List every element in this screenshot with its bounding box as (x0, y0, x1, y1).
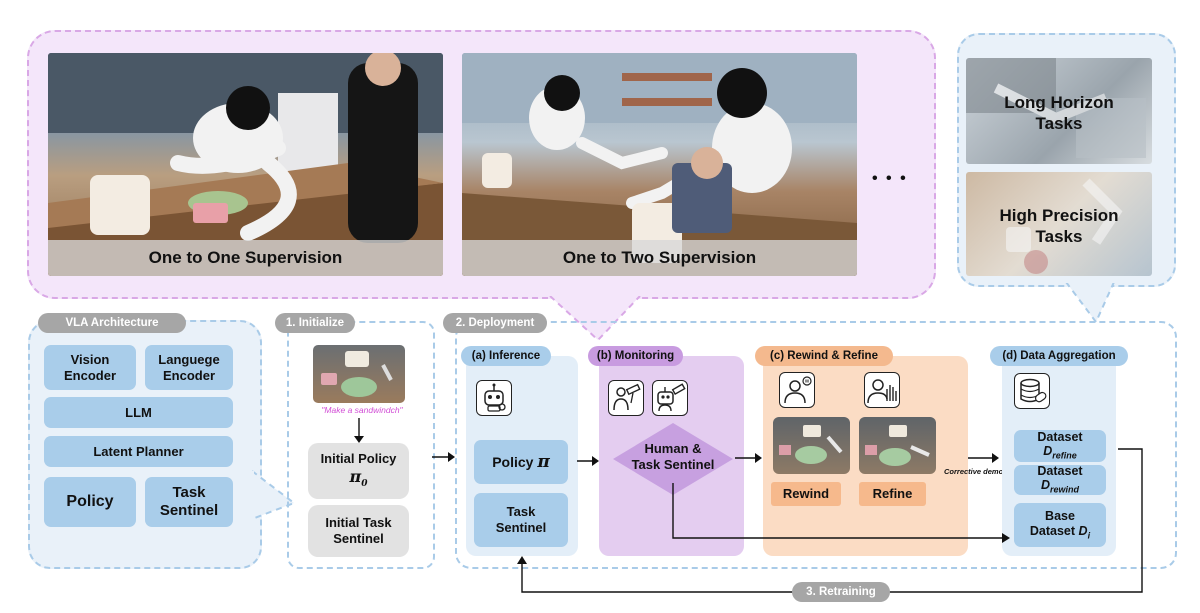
base-dataset-block: Base Dataset Di (1014, 503, 1106, 547)
inference-title: (a) Inference (461, 346, 551, 366)
retraining-arrowhead (517, 556, 527, 564)
monitoring-to-dataset-line (672, 483, 1004, 539)
dataset-rewind-block: Dataset Drewind (1014, 464, 1106, 495)
latent-planner-block: Latent Planner (44, 436, 233, 467)
high-precision-card: High Precision Tasks (966, 172, 1152, 276)
long-horizon-label: Long Horizon Tasks (1004, 93, 1114, 134)
robot-telescope-icon (652, 380, 688, 416)
initial-policy-block: Initial Policy π0 (308, 443, 409, 499)
vla-policy-block: Policy (44, 477, 136, 527)
llm-block: LLM (44, 397, 233, 428)
photo-one-to-two: One to Two Supervision (462, 53, 857, 276)
inference-policy-block: Policy π (474, 440, 568, 484)
init-to-deploy-arrow (432, 452, 455, 462)
vision-encoder: Vision Encoder (44, 345, 136, 390)
high-precision-label: High Precision Tasks (999, 206, 1119, 247)
rewind-refine-title: (c) Rewind & Refine (755, 346, 893, 366)
person-pause-icon (779, 372, 815, 408)
corrective-demo-label: Corrective demo (944, 467, 1004, 476)
refine-image (859, 417, 936, 474)
ellipsis: • • • (872, 170, 908, 187)
photo-one-to-one: One to One Supervision (48, 53, 443, 276)
inference-to-monitoring-arrow (577, 456, 599, 466)
inference-task-sentinel-block: Task Sentinel (474, 493, 568, 547)
monitoring-title: (b) Monitoring (588, 346, 683, 366)
refine-button: Refine (859, 482, 926, 506)
person-hand-icon (864, 372, 900, 408)
retraining-loop-line (521, 448, 1143, 593)
rewind-image (773, 417, 850, 474)
vla-task-sentinel-block: Task Sentinel (145, 477, 233, 527)
sandwich-task-image (313, 345, 405, 403)
retraining-label: 3. Retraining (792, 582, 890, 602)
initial-policy-symbol: π0 (349, 467, 368, 490)
rewind-button: Rewind (771, 482, 841, 506)
deployment-title: 2. Deployment (443, 313, 547, 333)
monitoring-to-dataset-arrowhead (1002, 533, 1010, 543)
vla-callout-tail (250, 470, 297, 520)
long-horizon-card: Long Horizon Tasks (966, 58, 1152, 164)
purple-bubble-tail (540, 290, 650, 342)
aggregation-title: (d) Data Aggregation (990, 346, 1128, 366)
language-encoder: Languege Encoder (145, 345, 233, 390)
monitoring-to-rewind-arrow (735, 453, 762, 463)
rewind-to-aggregation-arrow (968, 453, 999, 463)
database-icon (1014, 373, 1050, 409)
caption-one-to-one: One to One Supervision (48, 240, 443, 276)
deployment-panel (455, 321, 1177, 569)
instruction-text: "Make a sandwindch" (321, 405, 403, 415)
initialize-down-arrow (354, 418, 364, 443)
dataset-refine-block: Dataset Drefine (1014, 430, 1106, 462)
human-telescope-icon (608, 380, 644, 416)
initial-policy-label: Initial Policy (320, 451, 397, 467)
initial-task-sentinel-block: Initial Task Sentinel (308, 505, 409, 557)
robot-icon (476, 380, 512, 416)
vla-architecture-title: VLA Architecture (38, 313, 186, 333)
caption-one-to-two: One to Two Supervision (462, 240, 857, 276)
initialize-title: 1. Initialize (275, 313, 355, 333)
human-task-sentinel-label: Human & Task Sentinel (631, 441, 715, 473)
initialize-panel (287, 321, 435, 569)
monitoring-diamond (613, 423, 733, 495)
